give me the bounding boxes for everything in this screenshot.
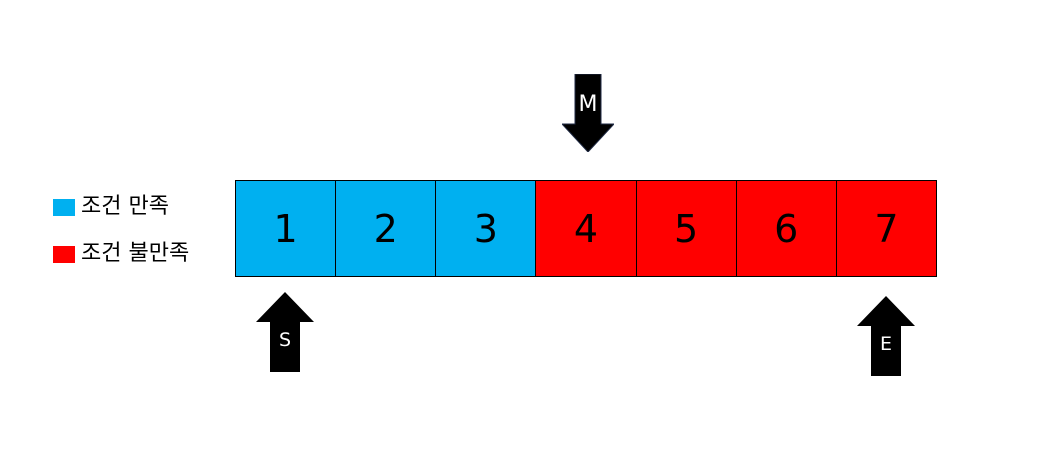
legend-label-satisfied: 조건 만족 [81, 194, 169, 219]
mid-pointer-label: M [578, 92, 598, 117]
start-pointer-label: S [278, 329, 292, 351]
end-pointer-label: E [879, 333, 892, 355]
array-cell-7: 7 [836, 181, 936, 276]
array-cell-1: 1 [236, 181, 337, 276]
legend-label-unsatisfied: 조건 불만족 [81, 241, 190, 266]
legend-swatch-satisfied [53, 198, 75, 216]
array: 1 2 3 4 5 6 7 [235, 180, 937, 277]
legend-item-unsatisfied: 조건 불만족 [53, 243, 189, 265]
mid-pointer-arrow-down-icon: M [562, 74, 614, 152]
legend-item-satisfied: 조건 만족 [53, 196, 169, 218]
start-pointer-arrow-up-icon: S [256, 292, 314, 372]
end-pointer-arrow-up-icon: E [857, 296, 915, 376]
array-cell-3: 3 [436, 181, 537, 276]
array-cell-5: 5 [636, 181, 737, 276]
array-cell-2: 2 [336, 181, 437, 276]
array-cell-4: 4 [536, 181, 637, 276]
legend-swatch-unsatisfied [53, 245, 75, 263]
array-cell-6: 6 [736, 181, 837, 276]
